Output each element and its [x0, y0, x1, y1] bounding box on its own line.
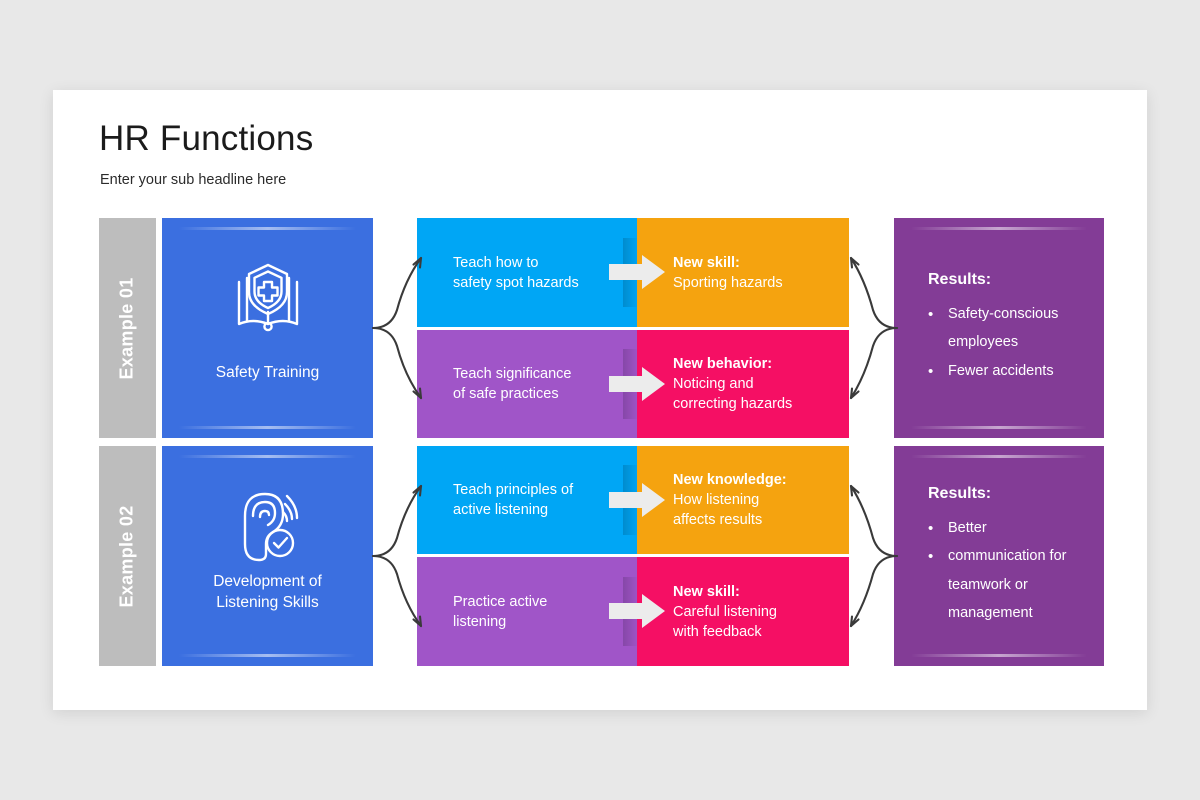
outcome-card-r2s1[interactable]: New knowledge:How listening affects resu… — [637, 446, 849, 554]
topic-card-title-02: Development of Listening Skills — [213, 573, 322, 611]
outcome-text-r1s2: New behavior:Noticing and correcting haz… — [673, 356, 793, 412]
merge-connector-01 — [843, 236, 899, 420]
example-strip-label-01: Example 01 — [117, 276, 137, 380]
card-sheen-top — [178, 455, 357, 458]
action-card-r2s2[interactable]: Practice active listening — [417, 557, 637, 666]
action-text-r1s2: Teach significance of safe practices — [453, 366, 572, 402]
results-title-01: Results: — [928, 271, 992, 289]
card-sheen-top — [910, 227, 1088, 230]
card-sheen-bottom — [910, 426, 1088, 429]
page-subtitle: Enter your sub headline here — [100, 172, 287, 188]
card-sheen-top — [910, 455, 1088, 458]
outcome-heading-r1s1: New skill: — [673, 254, 740, 271]
book-shield-cross-icon — [225, 254, 311, 345]
card-sheen-bottom — [178, 654, 357, 657]
merge-connector-02 — [843, 464, 899, 648]
outcome-card-r1s1[interactable]: New skill:Sporting hazards — [637, 218, 849, 327]
slide-canvas: HR Functions Enter your sub headline her… — [53, 90, 1147, 710]
example-strip-label-02: Example 02 — [117, 504, 137, 608]
results-item: Safety-conscious employees — [916, 300, 1082, 357]
results-item: Fewer accidents — [916, 357, 1082, 387]
results-panel-02[interactable]: Results: Better communication for teamwo… — [894, 446, 1104, 666]
topic-card-02[interactable]: Development of Listening Skills — [162, 446, 373, 666]
results-list-02: Better communication for teamwork or man… — [916, 514, 1082, 627]
outcome-heading-r2s1: New knowledge: — [673, 472, 787, 488]
example-strip-02: Example 02 — [99, 446, 156, 666]
topic-card-title-01: Safety Training — [215, 364, 320, 381]
outcome-card-r1s2[interactable]: New behavior:Noticing and correcting haz… — [637, 330, 849, 438]
example-strip-01: Example 01 — [99, 218, 156, 438]
action-card-r1s1[interactable]: Teach how to safety spot hazards — [417, 218, 637, 327]
card-sheen-bottom — [178, 426, 357, 429]
outcome-heading-r1s2: New behavior: — [673, 356, 773, 372]
action-text-r1s1: Teach how to safety spot hazards — [453, 254, 579, 291]
action-card-r1s2[interactable]: Teach significance of safe practices — [417, 330, 637, 438]
action-text-r2s1: Teach principles of active listening — [453, 482, 574, 518]
results-panel-01[interactable]: Results: Safety-conscious employees Fewe… — [894, 218, 1104, 438]
card-edge-shadow — [623, 576, 637, 647]
outcome-text-r1s1: New skill:Sporting hazards — [673, 254, 783, 291]
topic-card-01[interactable]: Safety Training — [162, 218, 373, 438]
action-card-r2s1[interactable]: Teach principles of active listening — [417, 446, 637, 554]
card-sheen-top — [178, 227, 357, 230]
page-title: HR Functions — [99, 119, 314, 158]
results-item: communication for teamwork or management — [916, 542, 1082, 627]
results-item: Better — [916, 514, 1082, 544]
outcome-card-r2s2[interactable]: New skill:Careful listening with feedbac… — [637, 557, 849, 666]
outcome-text-r2s2: New skill:Careful listening with feedbac… — [673, 583, 777, 640]
outcome-text-r2s1: New knowledge:How listening affects resu… — [673, 472, 787, 528]
results-title-02: Results: — [928, 484, 992, 502]
action-text-r2s2: Practice active listening — [453, 593, 548, 630]
card-sheen-bottom — [910, 654, 1088, 657]
outcome-heading-r2s2: New skill: — [673, 583, 740, 600]
results-list-01: Safety-conscious employees Fewer acciden… — [916, 300, 1082, 387]
ear-listening-check-icon — [225, 482, 311, 573]
